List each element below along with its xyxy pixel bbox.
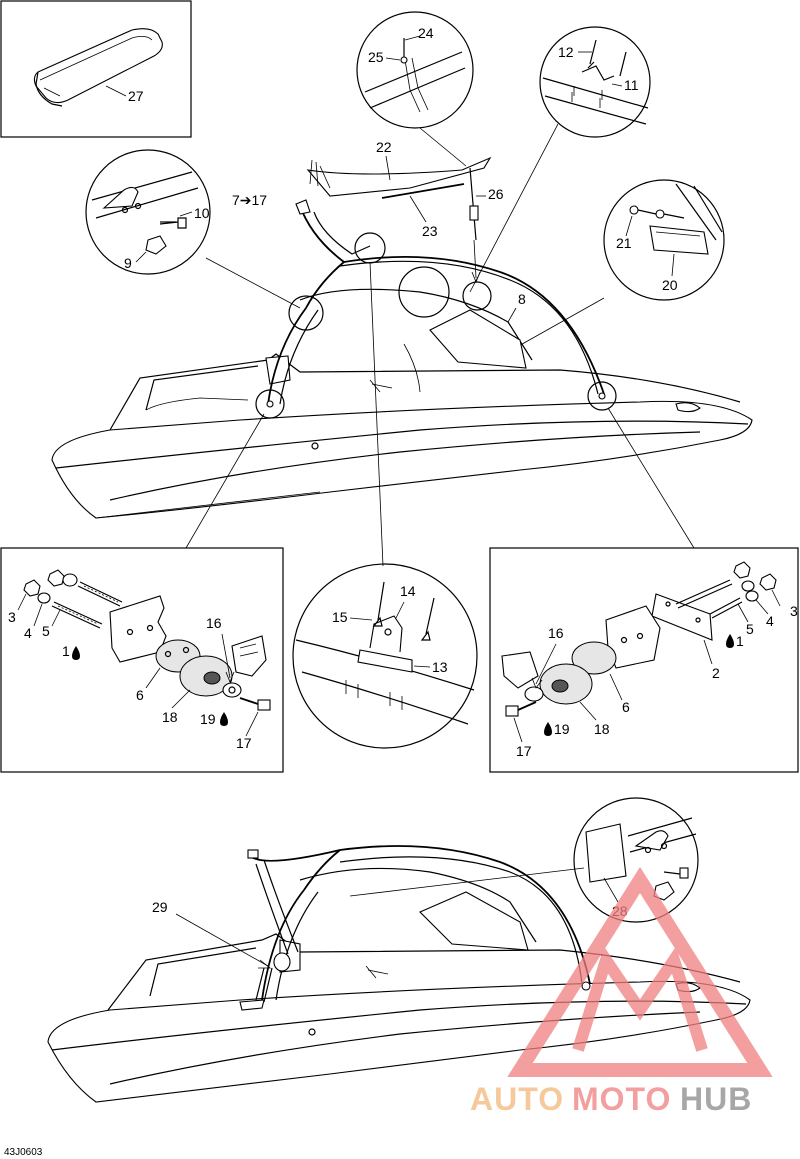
label-19-left: 19 [200, 711, 216, 727]
boat-bottom-view: 29 [47, 845, 751, 1103]
label-17-right: 17 [516, 743, 532, 759]
label-26: 26 [488, 186, 504, 202]
label-16-right: 16 [548, 625, 564, 641]
detail-circle-24-25: 24 25 [356, 11, 474, 129]
detail-circle-13-14-15: 15 14 13 [292, 563, 478, 749]
top-callouts: 22 7➔17 26 23 8 [232, 139, 526, 323]
label-27: 27 [128, 88, 144, 104]
label-22: 22 [376, 139, 392, 155]
detail-box-right: 3 4 5 1 2 6 18 16 19 17 [489, 547, 799, 773]
label-20: 20 [662, 277, 678, 293]
label-4-left: 4 [24, 625, 32, 641]
label-6-right: 6 [622, 699, 630, 715]
drop-icon [220, 712, 228, 726]
label-5-left: 5 [42, 623, 50, 639]
label-3-left: 3 [8, 609, 16, 625]
drop-icon [72, 646, 80, 660]
label-24: 24 [418, 25, 434, 41]
triangle-m-logo [507, 866, 773, 1077]
watermark-hub: HUB [680, 1081, 752, 1117]
label-19-right: 19 [554, 721, 570, 737]
detail-circle-11-12: 12 11 [539, 26, 651, 138]
label-16-left: 16 [206, 615, 222, 631]
label-25: 25 [368, 49, 384, 65]
label-17-left: 17 [236, 735, 252, 751]
label-9: 9 [124, 255, 132, 271]
leader-line [469, 123, 559, 293]
detail-circle-28: 28 [573, 797, 699, 923]
leader-line [205, 257, 301, 309]
label-21: 21 [616, 235, 632, 251]
label-14: 14 [400, 583, 416, 599]
label-8: 8 [518, 291, 526, 307]
label-12: 12 [558, 44, 574, 60]
label-2: 2 [712, 665, 720, 681]
boat-top-view [51, 156, 753, 519]
label-15: 15 [332, 609, 348, 625]
leader-line [507, 297, 605, 353]
leader-line [419, 127, 467, 167]
label-6-left: 6 [136, 687, 144, 703]
diagram-code: 43J0603 [4, 1147, 43, 1158]
inset-box-27 [0, 0, 192, 138]
drop-icon [544, 722, 552, 736]
watermark-auto: AUTO [470, 1081, 564, 1117]
label-18-right: 18 [594, 721, 610, 737]
detail-circle-20-21: 21 20 [603, 179, 725, 301]
label-1-right: 1 [736, 633, 744, 649]
watermark: AUTO MOTO HUB [470, 866, 773, 1117]
label-7-to-17: 7➔17 [232, 192, 267, 208]
label-5-right: 5 [746, 621, 754, 637]
label-1-left: 1 [62, 643, 70, 659]
label-23: 23 [422, 223, 438, 239]
label-11: 11 [624, 77, 639, 93]
drop-icon [726, 634, 734, 648]
label-3-right: 3 [790, 603, 798, 619]
label-13: 13 [432, 659, 448, 675]
label-18-left: 18 [162, 709, 178, 725]
label-10: 10 [194, 205, 210, 221]
watermark-moto: MOTO [572, 1081, 671, 1117]
detail-box-left: 3 4 5 1 6 18 16 19 17 [0, 547, 284, 773]
long-leaders [185, 261, 695, 567]
detail-circle-9-10: 10 9 [85, 149, 211, 275]
pad-callout: 27 [105, 85, 144, 104]
label-4-right: 4 [766, 613, 774, 629]
label-29: 29 [152, 899, 168, 915]
